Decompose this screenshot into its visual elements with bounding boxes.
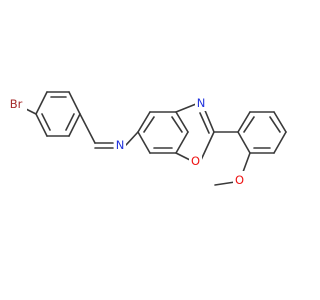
bond xyxy=(175,111,189,133)
atom-n-ring-label: N xyxy=(197,96,206,110)
bond xyxy=(237,131,251,154)
o-ch3-bond xyxy=(214,181,236,186)
atom-br-label: Br xyxy=(10,97,23,111)
c-o-methoxy-bond xyxy=(242,152,251,173)
bond xyxy=(137,111,151,133)
bond xyxy=(175,131,189,154)
atom-o-methoxy-label: O xyxy=(235,173,244,187)
atom-br: Br xyxy=(5,96,27,112)
atom-n-ring: N xyxy=(195,95,207,111)
benzoxazole-benzene-ring xyxy=(137,111,189,154)
bond xyxy=(137,131,151,154)
methoxyphenyl-ring xyxy=(237,111,287,154)
double-bond-inner xyxy=(143,116,155,133)
bond-inner xyxy=(199,112,210,134)
double-bond-inner xyxy=(171,116,183,133)
double-bond-inner xyxy=(243,116,255,133)
ring-to-ch-bond xyxy=(79,113,96,144)
double-bond-inner xyxy=(269,116,281,133)
double-bond-inner xyxy=(41,113,51,131)
bond xyxy=(175,103,197,113)
molecule-structure-diagram: Br N N O O xyxy=(5,91,287,187)
bond xyxy=(35,91,48,115)
double-bond-inner xyxy=(65,113,75,131)
bond xyxy=(203,107,215,133)
bond xyxy=(273,111,287,133)
bond xyxy=(68,113,81,137)
atom-n-imine-label: N xyxy=(116,138,125,152)
bond xyxy=(200,131,215,161)
bond xyxy=(237,111,251,133)
atom-o-ring-label: O xyxy=(191,154,200,168)
atom-o-methoxy: O xyxy=(233,171,246,187)
atom-n-imine: N xyxy=(114,137,126,153)
bond xyxy=(175,152,191,161)
bond xyxy=(68,91,81,115)
bond xyxy=(35,113,48,137)
atom-o-ring: O xyxy=(189,152,202,168)
oxazole-ring xyxy=(175,103,215,161)
n-to-ring-bond xyxy=(125,131,139,146)
bromophenyl-ring xyxy=(35,91,81,137)
bond xyxy=(273,131,287,154)
